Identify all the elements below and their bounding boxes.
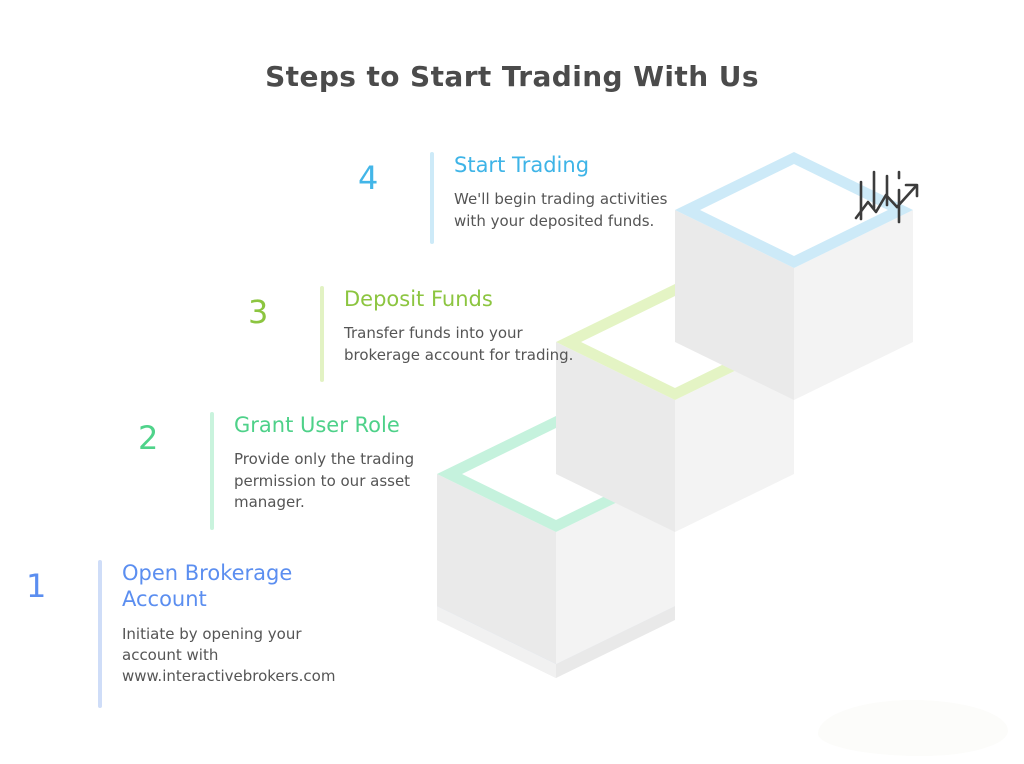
step-description-1: Initiate by opening your account with ww… xyxy=(122,624,336,686)
candlestick-chart-uptrend-icon xyxy=(854,170,919,224)
hand-holding-coins-icon xyxy=(744,304,804,358)
background-blob xyxy=(818,700,1008,756)
stair-block-step-1 xyxy=(437,548,675,678)
step-description-2: Provide only the trading permission to o… xyxy=(234,450,415,511)
step-accent-bar-1 xyxy=(98,560,102,708)
step-text-1: Open Brokerage Account Initiate by openi… xyxy=(122,560,422,687)
page-title: Steps to Start Trading With Us xyxy=(265,60,759,93)
person-monitor-dollar-icon xyxy=(510,570,586,622)
step-heading-3: Deposit Funds xyxy=(344,287,493,311)
step-accent-bar-3 xyxy=(320,286,324,382)
step-text-2: Grant User Role Provide only the trading… xyxy=(234,412,524,513)
step-number-4: 4 xyxy=(358,159,379,197)
step-accent-bar-4 xyxy=(430,152,434,244)
step-number-2: 2 xyxy=(138,419,159,457)
step-description-4: We'll begin trading activities with your… xyxy=(454,190,668,230)
step-text-3: Deposit Funds Transfer funds into your b… xyxy=(344,286,654,366)
step-text-4: Start Trading We'll begin trading activi… xyxy=(454,152,754,232)
step-heading-1: Open Brokerage Account xyxy=(122,561,293,612)
step-heading-4: Start Trading xyxy=(454,153,590,177)
step-number-3: 3 xyxy=(248,293,269,331)
step-heading-2: Grant User Role xyxy=(234,413,400,437)
hand-holding-person-icon xyxy=(628,436,680,500)
step-number-1: 1 xyxy=(26,567,47,605)
step-description-3: Transfer funds into your brokerage accou… xyxy=(344,324,574,364)
step-accent-bar-2 xyxy=(210,412,214,530)
